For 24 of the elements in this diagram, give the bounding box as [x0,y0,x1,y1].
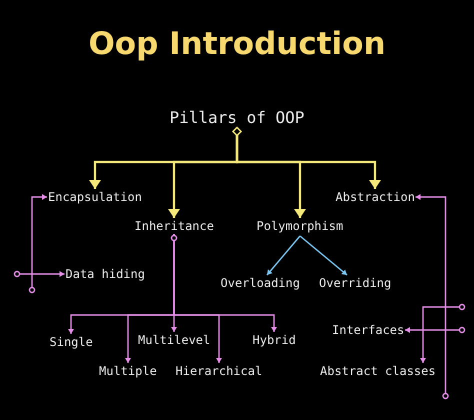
connector-arrow [28,194,47,294]
connector-arrow [14,270,64,278]
connector-arrow [416,194,449,400]
node-label: Encapsulation [47,189,143,205]
node-label: Overriding [318,275,392,291]
node-label: Hybrid [252,332,297,348]
node-label: Polymorphism [256,218,344,234]
diagram-title: Oop Introduction [87,26,387,62]
connector-arrow [300,235,348,276]
node-label: Abstract classes [319,363,437,379]
connector-arrow [173,234,222,363]
connector-arrow [405,326,466,334]
node-label: Multiple [98,363,158,379]
node-label: Single [48,334,94,350]
connector-arrow [420,304,466,363]
node-label: Multilevel [137,332,212,348]
node-label: Data hiding [64,266,146,282]
node-label: Abstraction [334,189,416,205]
node-label: Interfaces [331,322,406,338]
node-label: Pillars of OOP [168,106,306,128]
node-label: Overloading [220,275,301,291]
node-label: Hierarchical [174,363,264,379]
connector-arrow [266,236,301,276]
node-label: Inheritance [134,218,215,234]
